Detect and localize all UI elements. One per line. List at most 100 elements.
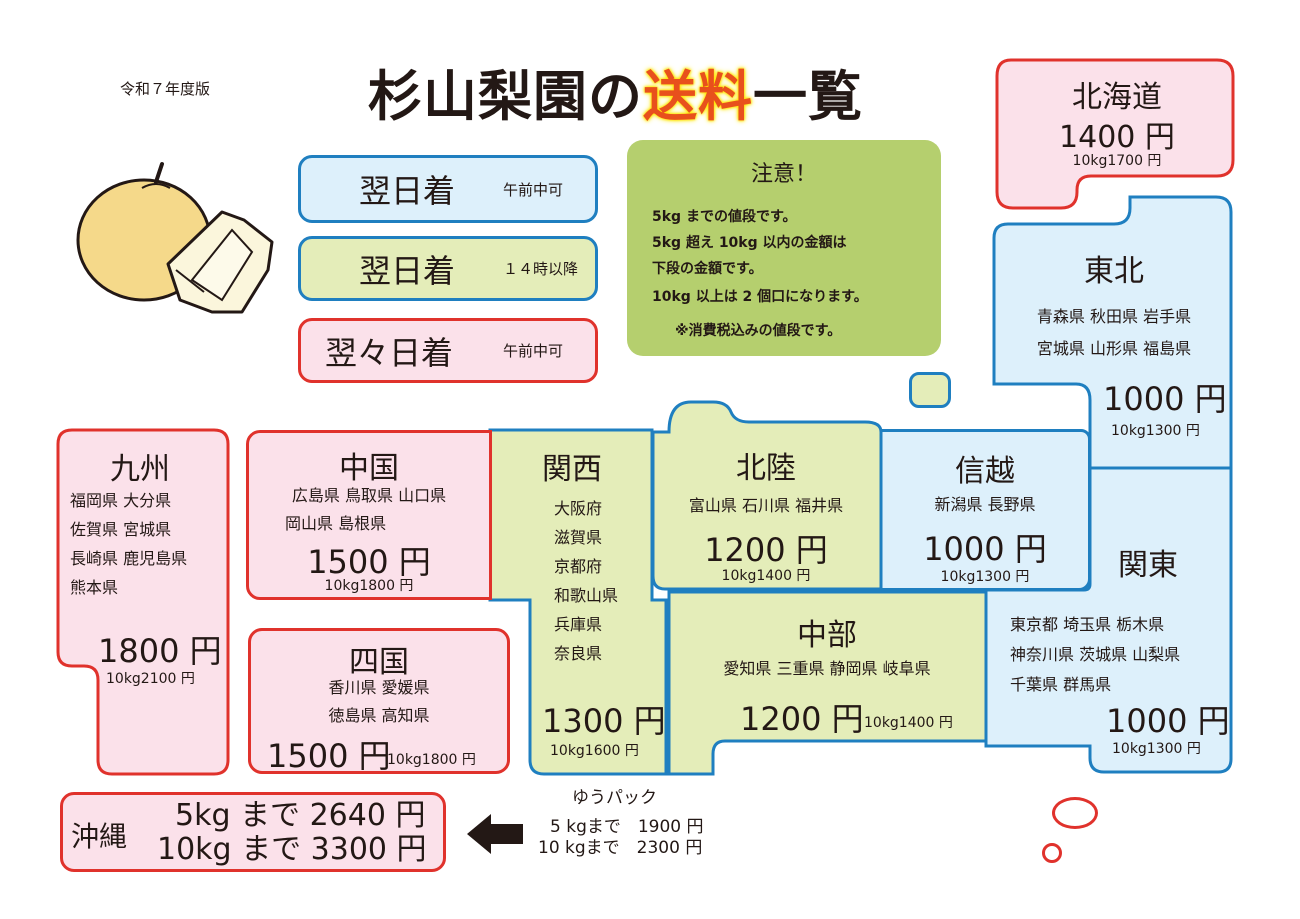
legend-small: 午前中可	[503, 342, 564, 360]
region-prefectures: 熊本県	[70, 578, 119, 597]
region-shikoku: 四国 香川県 愛媛県 徳島県 高知県 1500 円 10kg1800 円	[248, 628, 510, 775]
region-price-10kg: 10kg1400 円	[864, 715, 953, 731]
region-prefectures: 愛知県 三重県 静岡県 岐阜県	[723, 659, 931, 678]
yupack-title: ゆうパック	[572, 788, 657, 808]
kyushu-shape	[56, 428, 230, 776]
okinawa-price-10kg: 10kg まで 3300 円	[157, 832, 427, 867]
region-hokkaido: 北海道 1400 円 10kg1700 円	[1000, 60, 1234, 180]
notice-line: 10kg 以上は 2 個口になります。	[652, 289, 868, 305]
region-prefectures: 富山県 石川県 福井県	[688, 496, 844, 515]
region-prefecture: 和歌山県	[554, 586, 619, 605]
region-name: 東北	[1084, 254, 1144, 289]
island-shape	[1052, 797, 1098, 829]
island-shape	[909, 372, 951, 408]
region-prefectures: 新潟県 長野県	[934, 495, 1036, 514]
region-name: 北陸	[736, 451, 796, 486]
yupack-price-10kg: 10 kgまで 2300 円	[538, 838, 703, 858]
region-name: 関西	[542, 452, 602, 487]
region-price: 1000 円	[923, 530, 1047, 568]
region-price-10kg: 10kg1800 円	[387, 752, 476, 768]
hokkaido-shape	[995, 58, 1235, 210]
region-price-10kg: 10kg1300 円	[940, 569, 1030, 585]
region-price: 1300 円	[542, 702, 666, 740]
arrow-left-icon	[467, 814, 523, 854]
region-prefectures: 千葉県 群馬県	[1010, 675, 1112, 694]
region-prefecture: 京都府	[554, 557, 603, 576]
region-okinawa: 沖縄 5kg まで 2640 円 10kg まで 3300 円	[60, 792, 446, 872]
region-kansai: 関西 大阪府 滋賀県 京都府 和歌山県 兵庫県 奈良県 1300 円 10kg1…	[530, 430, 670, 775]
notice-line: 5kg までの値段です。	[652, 209, 797, 225]
region-price: 1500 円	[267, 737, 391, 775]
region-price-10kg: 10kg1600 円	[550, 743, 639, 759]
region-price-10kg: 10kg1800 円	[324, 578, 414, 594]
legend-next-day-morning: 翌日着 午前中可	[298, 155, 598, 223]
notice-box: 注意！ 5kg までの値段です。 5kg 超え 10kg 以内の金額は 下段の金…	[627, 140, 941, 356]
legend-next-day-afternoon: 翌日着 １４時以降	[298, 236, 598, 301]
region-prefecture: 滋賀県	[554, 528, 603, 547]
page-title: 杉山梨園の送料一覧	[368, 52, 863, 131]
region-prefectures: 東京都 埼玉県 栃木県	[1010, 615, 1165, 634]
region-price-10kg: 10kg1300 円	[1112, 741, 1201, 757]
region-chugoku: 中国 広島県 鳥取県 山口県 岡山県 島根県 1500 円 10kg1800 円	[246, 430, 492, 600]
region-price: 1400 円	[1059, 120, 1175, 155]
region-prefectures: 徳島県 高知県	[328, 706, 430, 725]
title-prefix: 杉山梨園の	[368, 65, 643, 128]
region-tohoku: 東北 青森県 秋田県 岩手県 宮城県 山形県 福島県 1000 円 10kg13…	[995, 224, 1233, 444]
region-prefectures: 宮城県 山形県 福島県	[1036, 339, 1192, 358]
region-name: 関東	[1118, 548, 1178, 583]
region-name: 中国	[339, 451, 399, 486]
tohoku-kanto-shape	[984, 195, 1233, 774]
okinawa-price-5kg: 5kg まで 2640 円	[175, 798, 426, 833]
chubu-shape	[667, 590, 988, 776]
yupack-price-5kg: 5 kgまで 1900 円	[550, 817, 704, 837]
region-shinetsu: 信越 新潟県 長野県 1000 円 10kg1300 円	[879, 429, 1091, 591]
legend-big: 翌日着	[359, 251, 456, 290]
legend-two-days: 翌々日着 午前中可	[298, 318, 598, 383]
region-price-10kg: 10kg1700 円	[1072, 153, 1162, 169]
region-kanto: 関東 東京都 埼玉県 栃木県 神奈川県 茨城県 山梨県 千葉県 群馬県 1000…	[992, 470, 1234, 770]
notice-title: 注意！	[750, 162, 817, 187]
region-prefectures: 神奈川県 茨城県 山梨県	[1010, 645, 1181, 664]
region-name: 九州	[110, 452, 170, 487]
yupack-info: ゆうパック 5 kgまで 1900 円 10 kgまで 2300 円	[536, 788, 746, 868]
region-price: 1000 円	[1106, 702, 1230, 740]
region-name: 四国	[349, 645, 409, 680]
region-price: 1200 円	[740, 700, 864, 738]
region-prefectures: 広島県 鳥取県 山口県	[291, 486, 447, 505]
region-prefectures: 佐賀県 宮城県	[70, 520, 172, 539]
region-prefecture: 兵庫県	[554, 615, 603, 634]
region-prefecture: 大阪府	[554, 499, 603, 518]
title-accent: 送料	[643, 65, 753, 128]
region-prefectures: 福岡県 大分県	[70, 491, 172, 510]
region-name: 北海道	[1072, 80, 1162, 115]
title-suffix: 一覧	[753, 65, 863, 128]
region-chubu: 中部 愛知県 三重県 静岡県 岐阜県 1200 円 10kg1400 円	[668, 592, 986, 742]
region-name: 信越	[955, 454, 1015, 489]
region-hokuriku: 北陸 富山県 石川県 福井県 1200 円 10kg1400 円	[652, 429, 880, 589]
notice-line: 下段の金額です。	[652, 261, 763, 277]
edition-label: 令和７年度版	[120, 80, 211, 98]
region-kyushu: 九州 福岡県 大分県 佐賀県 宮城県 長崎県 鹿児島県 熊本県 1800 円 1…	[58, 430, 228, 770]
legend-small: １４時以降	[503, 260, 579, 278]
region-price: 1500 円	[307, 543, 431, 581]
notice-line: 5kg 超え 10kg 以内の金額は	[652, 235, 847, 251]
notice-line: ※消費税込みの値段です。	[675, 323, 842, 339]
hokuriku-shape	[651, 400, 883, 591]
legend-small: 午前中可	[503, 180, 564, 199]
region-price: 1200 円	[704, 531, 828, 569]
region-prefectures: 香川県 愛媛県	[328, 678, 430, 697]
region-name: 沖縄	[71, 820, 128, 853]
region-price: 1000 円	[1103, 380, 1227, 418]
legend-big: 翌々日着	[325, 333, 454, 372]
legend-big: 翌日着	[359, 172, 456, 210]
region-price: 1800 円	[98, 632, 222, 670]
region-price-10kg: 10kg1400 円	[721, 568, 811, 584]
region-prefectures: 長崎県 鹿児島県	[70, 549, 188, 568]
region-prefectures: 岡山県 島根県	[285, 514, 387, 533]
kansai-shape	[488, 428, 668, 776]
region-prefectures: 青森県 秋田県 岩手県	[1036, 307, 1192, 326]
region-price-10kg: 10kg1300 円	[1111, 423, 1200, 439]
island-shape	[1042, 843, 1062, 863]
region-name: 中部	[797, 618, 857, 653]
region-price-10kg: 10kg2100 円	[106, 671, 195, 687]
